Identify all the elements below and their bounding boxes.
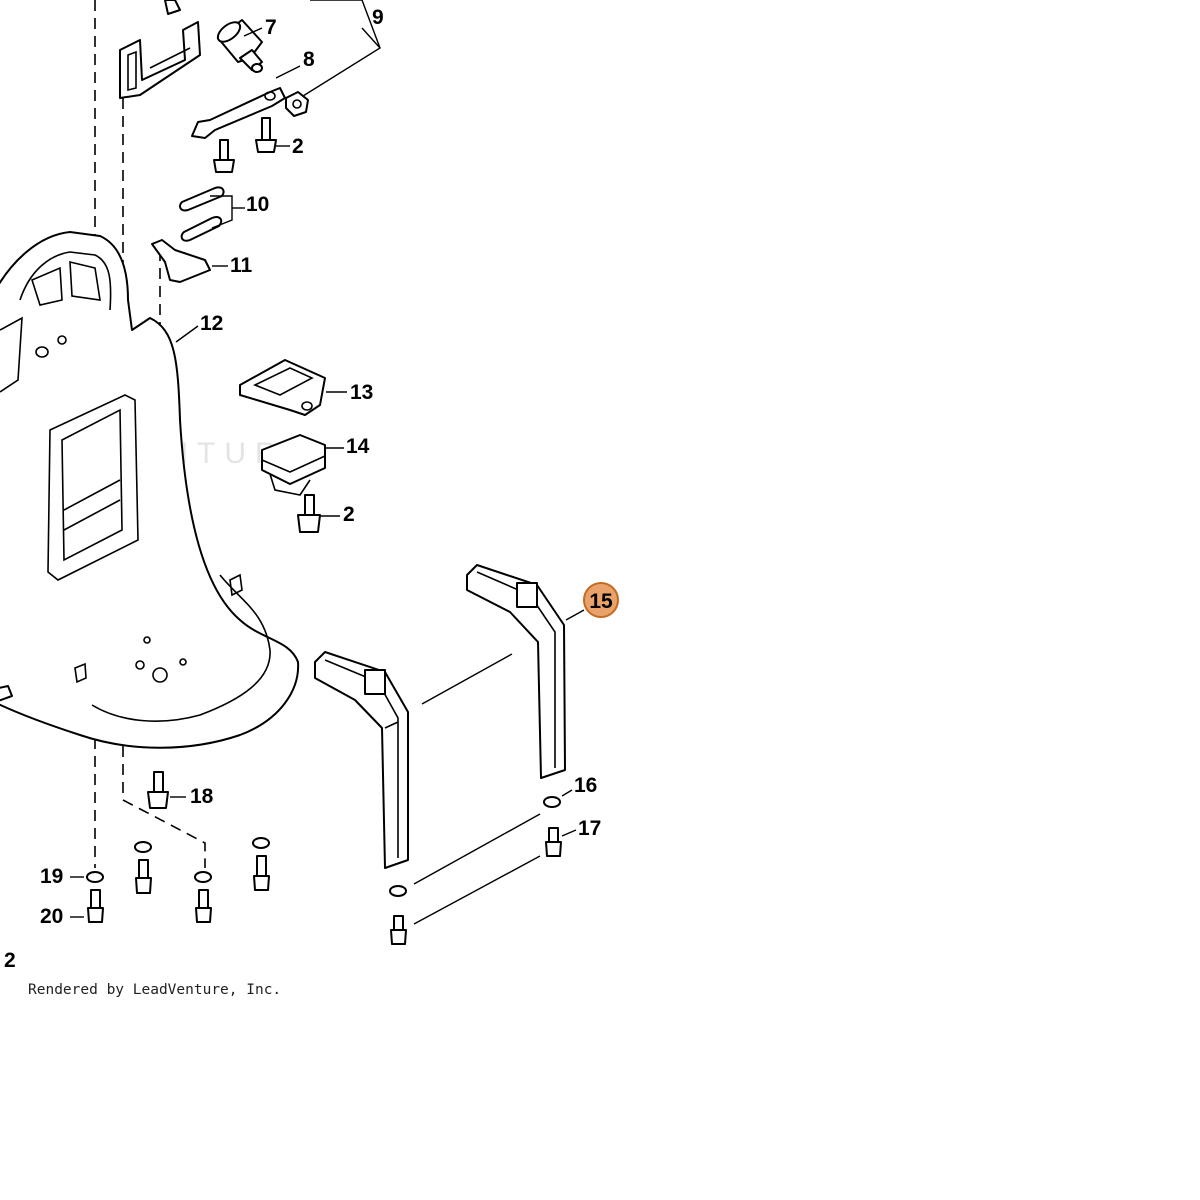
callout-8[interactable]: 8 [303,48,315,71]
callout-11[interactable]: 11 [230,254,253,277]
bracket-part-13[interactable] [239,359,326,416]
mounting-bracket[interactable] [119,0,201,99]
washer-center-1[interactable] [134,841,152,853]
bolt-center-2[interactable] [195,889,212,923]
leader-lines [70,0,585,918]
washer-part-19[interactable] [86,871,104,883]
washer-connection-line [413,813,541,885]
callout-10[interactable]: 10 [246,193,269,216]
callout-2-bottom[interactable]: 2 [4,949,16,972]
bolt-part-18[interactable] [147,771,169,809]
callout-12[interactable]: 12 [200,312,223,335]
callout-13[interactable]: 13 [350,381,373,404]
callout-14[interactable]: 14 [346,435,370,458]
bolt-part-2-top-left[interactable] [213,139,235,173]
callout-17[interactable]: 17 [578,817,601,840]
callout-15-highlight[interactable]: 15 [583,582,619,618]
washer-right-1[interactable] [252,837,270,849]
callout-7[interactable]: 7 [265,16,277,39]
seat-frame-part-12[interactable] [0,231,300,749]
clip-part-11[interactable] [151,239,211,283]
bolt-part-2-top-right[interactable] [255,117,277,153]
bolt-part-20[interactable] [87,889,104,923]
washer-center-2[interactable] [194,871,212,883]
bolt-part-17[interactable] [545,827,562,857]
rendered-by-credit: Rendered by LeadVenture, Inc. [28,982,281,998]
bolt-part-2-middle[interactable] [297,494,321,533]
washer-lower[interactable] [389,885,407,897]
callout-19[interactable]: 19 [40,865,63,888]
bolt-right-1[interactable] [253,855,270,891]
callout-9[interactable]: 9 [372,6,384,29]
bolt-lower[interactable] [390,915,407,945]
callout-20[interactable]: 20 [40,905,63,928]
handle-connection-line [421,653,513,705]
pads-part-10[interactable] [179,186,225,242]
washer-part-16[interactable] [543,796,561,808]
rubber-block-part-14[interactable] [261,434,326,496]
bolt-connection-line [413,855,541,925]
handle-part-15-front[interactable] [314,651,409,869]
handle-part-15-rear[interactable] [466,564,566,779]
bolt-center-1[interactable] [135,859,152,894]
coupling-part-7[interactable] [214,18,263,73]
callout-2-middle[interactable]: 2 [343,503,355,526]
callout-15[interactable]: 15 [589,590,613,613]
callout-18[interactable]: 18 [190,785,214,808]
lever-part-8[interactable] [191,87,286,139]
nut-part-9[interactable] [285,91,309,117]
callout-2-top[interactable]: 2 [292,135,304,158]
callout-16[interactable]: 16 [574,774,597,797]
